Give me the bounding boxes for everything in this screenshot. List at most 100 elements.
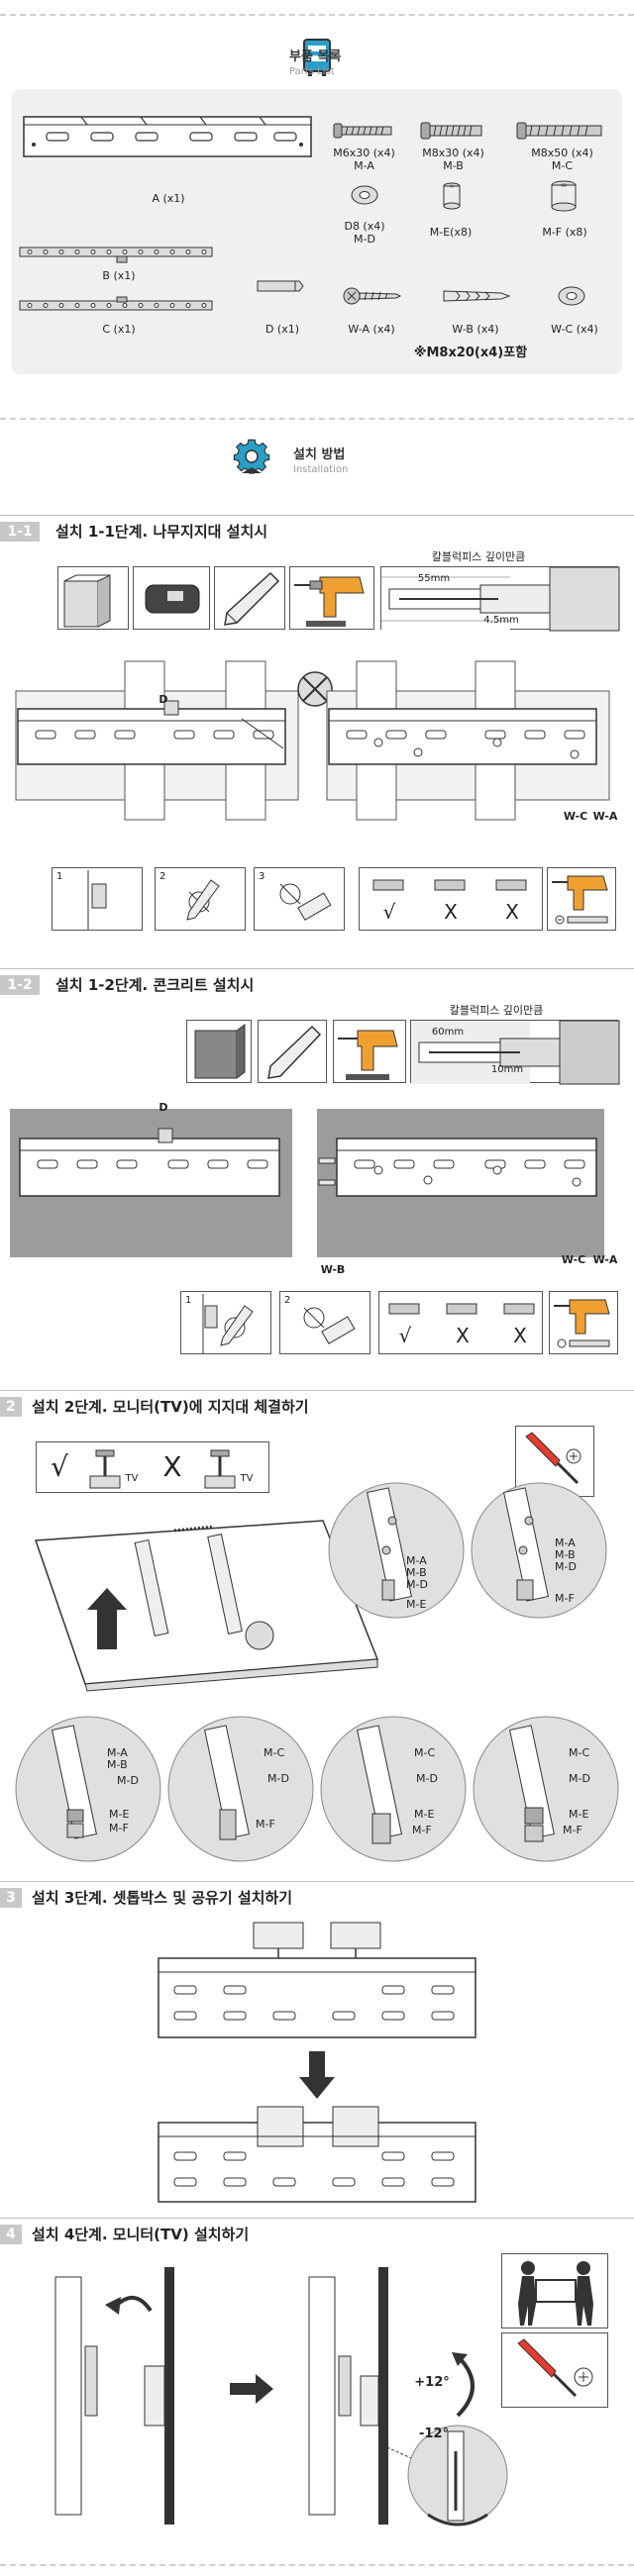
tv-label: TV xyxy=(240,1473,254,1484)
zoom-circle-4 xyxy=(167,1716,314,1862)
tilt-down-label: -12° xyxy=(419,2427,449,2441)
drill-screw-icon xyxy=(549,1291,618,1354)
label-w-a: W-A xyxy=(592,810,618,823)
c2-label: M-D xyxy=(555,1560,577,1573)
drill-screw-icon xyxy=(547,867,616,931)
step-1-2-header: 1-2 설치 1-2단계. 콘크리트 설치시 xyxy=(0,968,634,999)
step-title: 설치 2단계. 모니터(TV)에 지지대 체결하기 xyxy=(32,1398,309,1416)
settop-after-illustration xyxy=(158,2106,476,2203)
part-c-label: C (x1) xyxy=(102,323,136,336)
part-m-f-label: M-F (x8) xyxy=(542,226,587,239)
label-d: D xyxy=(158,1101,168,1114)
c3-label: M-D xyxy=(117,1774,139,1787)
screw-length-guide-panel: √ X TV TV xyxy=(36,1441,269,1493)
depth-title: 칼블럭피스 깊이만큼 xyxy=(449,1004,544,1017)
arrow-right-icon xyxy=(230,2374,273,2404)
anchor-check-panel: √ X X xyxy=(359,867,543,931)
c4-label: M-F xyxy=(256,1818,275,1831)
no-stud-icon xyxy=(297,671,333,707)
wood-wall-right-illustration xyxy=(326,660,610,821)
c5-label: M-E xyxy=(414,1808,435,1821)
settop-before-illustration xyxy=(158,1922,476,2038)
drill-icon xyxy=(289,566,374,630)
stud-finder-icon xyxy=(133,566,210,630)
part-m-e-label: M-E(x8) xyxy=(429,226,473,239)
anchor-w-b-icon xyxy=(443,290,511,302)
step-2-header: 2 설치 2단계. 모니터(TV)에 지지대 체결하기 xyxy=(0,1390,634,1421)
step-number: 3 xyxy=(0,1888,22,1908)
pencil-icon xyxy=(214,566,285,630)
parts-title: 부품 목록 xyxy=(289,50,342,64)
sub-number: 2 xyxy=(159,871,166,882)
sub-number: 3 xyxy=(259,871,265,882)
depth-title: 칼블럭피스 깊이만큼 xyxy=(431,550,526,563)
concrete-wall-left-illustration xyxy=(10,1109,292,1257)
part-m-c-label: M8x50 (x4) M-C xyxy=(531,147,593,172)
tv-mounted-illustration xyxy=(308,2267,508,2526)
sub-number: 1 xyxy=(185,1295,192,1306)
c1-label: M-E xyxy=(406,1598,427,1611)
tilt-up-label: +12° xyxy=(414,2375,450,2390)
pencil-icon xyxy=(258,1020,327,1083)
part-m-d-label: D8 (x4) M-D xyxy=(344,220,385,246)
screw-m-b-icon xyxy=(420,122,482,140)
step-title: 설치 3단계. 셋톱박스 및 공유기 설치하기 xyxy=(32,1889,293,1907)
washer-d8-icon xyxy=(351,185,378,205)
label-w-b: W-B xyxy=(320,1263,346,1276)
parts-header xyxy=(0,38,634,77)
step-number: 2 xyxy=(0,1397,22,1417)
c1-label: M-A xyxy=(406,1554,427,1567)
c4-label: M-C xyxy=(264,1746,285,1759)
sub-number: 1 xyxy=(56,871,63,882)
depth-diagram-panel xyxy=(410,1020,620,1085)
parts-title-block: 부품 목록 Parts List xyxy=(289,46,341,77)
wood-panel-icon xyxy=(57,566,129,630)
anchor-check-panel: √ X X xyxy=(378,1291,543,1354)
part-m-b-label: M8x30 (x4) M-B xyxy=(422,147,484,172)
step-4-header: 4 설치 4단계. 모니터(TV) 설치하기 xyxy=(0,2218,634,2248)
c3-label: M-B xyxy=(107,1758,128,1771)
zoom-circle-3 xyxy=(15,1716,161,1862)
c5-label: M-D xyxy=(416,1772,438,1785)
part-w-c-label: W-C (x4) xyxy=(551,323,598,336)
washer-w-c-icon xyxy=(558,286,585,306)
step-number: 4 xyxy=(0,2225,22,2244)
label-d: D xyxy=(158,693,168,706)
part-w-a-label: W-A (x4) xyxy=(348,323,395,336)
part-d-label: D (x1) xyxy=(264,323,300,336)
install-title: 설치 방법 xyxy=(293,447,346,462)
divider xyxy=(0,2564,634,2566)
step-1-1-sub-3: 3 xyxy=(254,867,345,931)
install-subtitle: Installation xyxy=(293,464,349,475)
c3-label: M-F xyxy=(109,1822,129,1834)
check-mark: √ xyxy=(382,900,396,924)
c3-label: M-E xyxy=(109,1808,130,1821)
spacer-m-f-icon xyxy=(551,180,577,212)
drill-icon xyxy=(333,1020,406,1083)
wood-wall-left-illustration xyxy=(15,660,299,821)
step-title: 설치 4단계. 모니터(TV) 설치하기 xyxy=(32,2226,250,2243)
c6-label: M-F xyxy=(563,1824,582,1836)
c5-label: M-F xyxy=(412,1824,432,1836)
part-d-icon xyxy=(257,280,304,292)
screwdriver-icon xyxy=(501,2332,608,2408)
gear-icon xyxy=(233,439,270,474)
x-mark: X xyxy=(456,1324,470,1347)
bracket-a-illustration xyxy=(23,116,312,157)
step-number: 1-1 xyxy=(0,522,40,542)
part-b-label: B (x1) xyxy=(102,269,136,282)
c4-label: M-D xyxy=(267,1772,289,1785)
concrete-panel-icon xyxy=(186,1020,252,1083)
c6-label: M-D xyxy=(569,1772,590,1785)
step-1-2-sub-2: 2 xyxy=(279,1291,370,1354)
step-number: 1-2 xyxy=(0,975,40,995)
c3-label: M-A xyxy=(107,1746,128,1759)
label-w-c: W-C xyxy=(563,810,588,823)
c2-label: M-B xyxy=(555,1548,576,1561)
x-mark: X xyxy=(505,900,519,924)
c6-label: M-E xyxy=(569,1808,589,1821)
c1-label: M-B xyxy=(406,1566,427,1579)
step-3-header: 3 설치 3단계. 셋톱박스 및 공유기 설치하기 xyxy=(0,1881,634,1912)
parts-box-icon xyxy=(303,39,331,76)
tv-hang-illustration xyxy=(54,2267,174,2525)
